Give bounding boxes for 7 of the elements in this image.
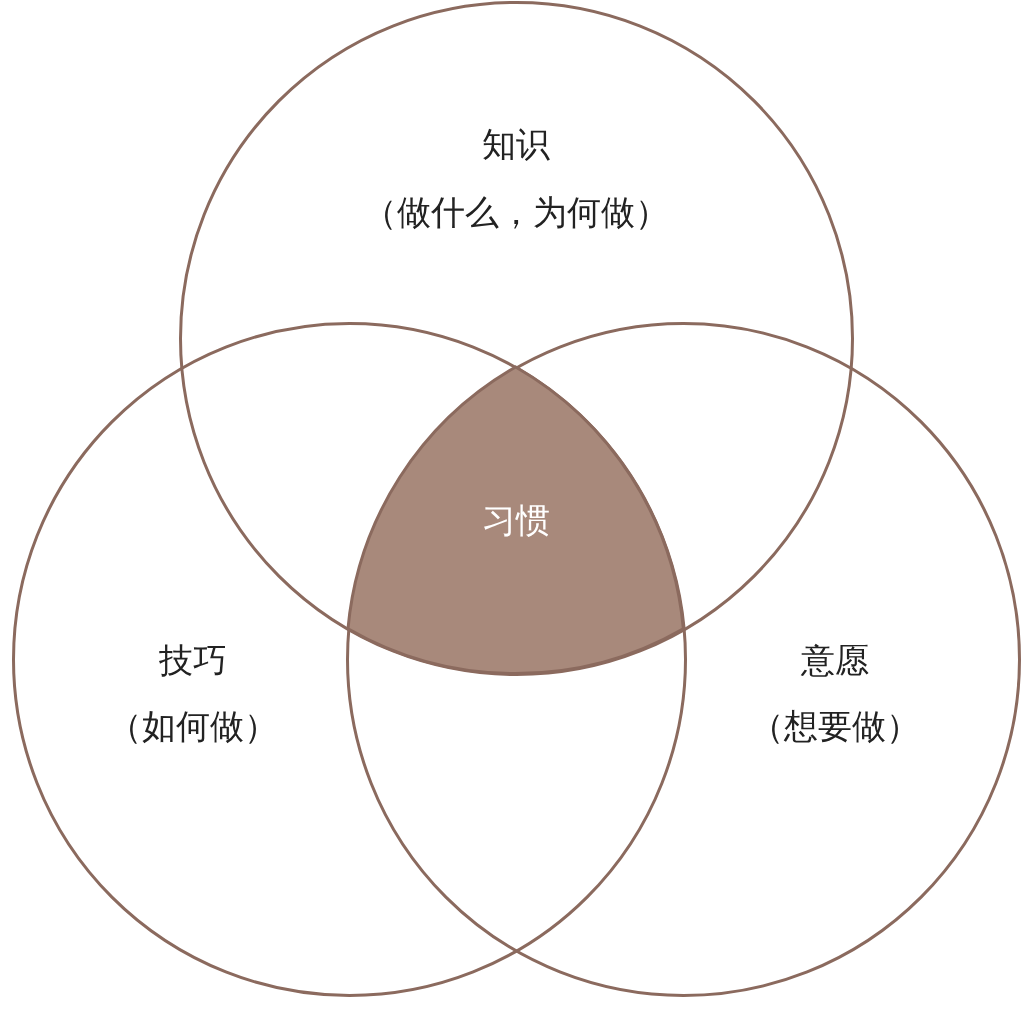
region-subtitle: （做什么，为何做） [363, 192, 669, 232]
region-subtitle: （如何做） [108, 706, 278, 746]
region-heading: 知识 [482, 124, 550, 164]
region-heading: 意愿 [801, 640, 869, 680]
region-heading: 习惯 [482, 500, 550, 540]
region-heading: 技巧 [159, 640, 227, 680]
region-subtitle: （想要做） [750, 706, 920, 746]
